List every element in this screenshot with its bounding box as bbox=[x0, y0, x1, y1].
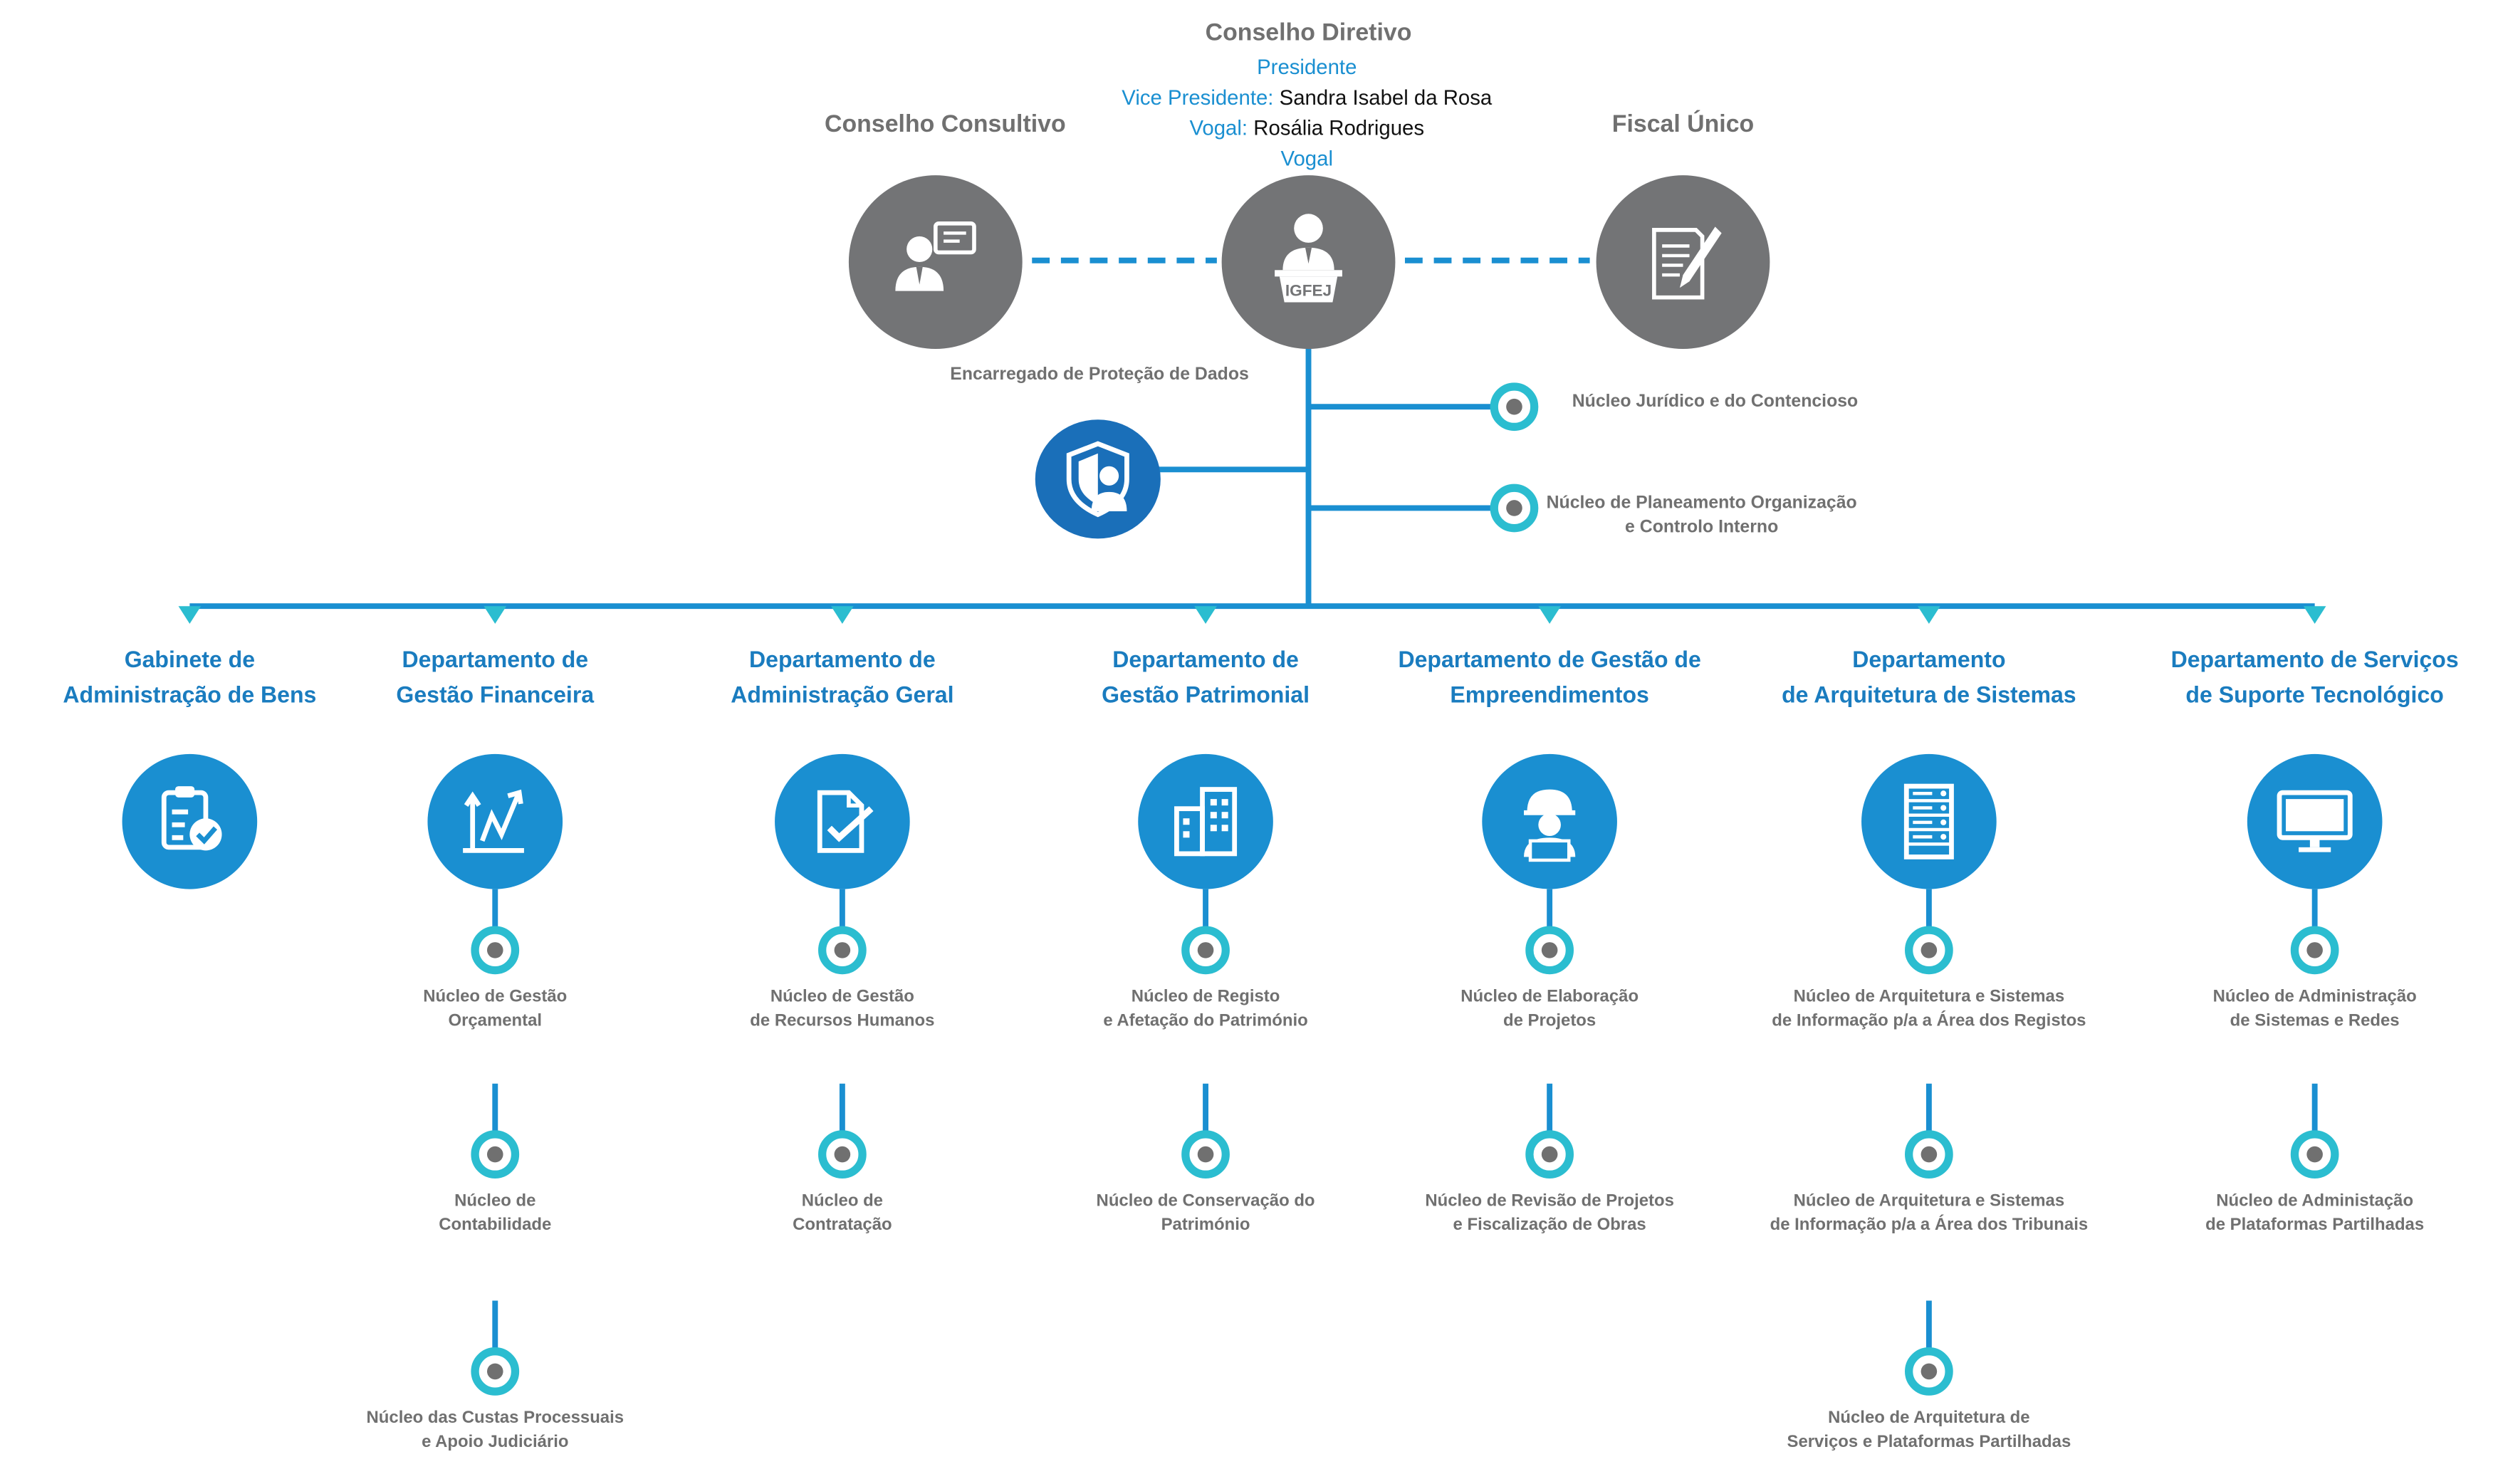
unit-node bbox=[471, 1347, 520, 1396]
svg-text:IGFEJ: IGFEJ bbox=[1285, 281, 1332, 299]
unit-node bbox=[2290, 1130, 2339, 1179]
department-arrow bbox=[2303, 606, 2326, 625]
board-circle: IGFEJ bbox=[1221, 175, 1396, 349]
server-rack-icon bbox=[1903, 783, 1954, 859]
side-unit-juridico: Núcleo Jurídico e do Contencioso bbox=[1572, 392, 1859, 412]
unit-node bbox=[2290, 926, 2339, 975]
board-member-4: Vogal bbox=[1280, 146, 1334, 171]
engineer-icon bbox=[1524, 789, 1576, 862]
board-member-1: Presidente bbox=[1257, 54, 1357, 79]
document-check-icon bbox=[817, 790, 874, 853]
consultive-title: Conselho Consultivo bbox=[825, 110, 1066, 139]
fiscal-circle bbox=[1596, 175, 1770, 349]
board-member-2: Vice Presidente: Sandra Isabel da Rosa bbox=[1122, 85, 1493, 110]
department-circle bbox=[775, 753, 910, 889]
department-arrow bbox=[1194, 606, 1217, 625]
department-circle bbox=[427, 753, 563, 889]
department-circle bbox=[1482, 753, 1617, 889]
node-planeamento bbox=[1490, 484, 1539, 533]
unit-node bbox=[1905, 1130, 1953, 1179]
clipboard-check-icon bbox=[161, 786, 222, 851]
department-circle bbox=[2247, 753, 2383, 889]
speaker-podium-icon: IGFEJ bbox=[1275, 214, 1342, 303]
unit-node bbox=[818, 1130, 867, 1179]
department-arrow bbox=[484, 606, 507, 625]
fiscal-title: Fiscal Único bbox=[1611, 110, 1755, 139]
unit-node bbox=[1525, 1130, 1574, 1179]
unit-node bbox=[1905, 1347, 1953, 1396]
unit-node bbox=[1181, 1130, 1230, 1179]
board-member-3: Vogal: Rosália Rodrigues bbox=[1189, 115, 1425, 140]
side-unit-planeamento: Núcleo de Planeamento Organização e Cont… bbox=[1546, 493, 1857, 538]
department-circle bbox=[1861, 753, 1997, 889]
unit-node bbox=[471, 1130, 520, 1179]
node-juridico bbox=[1490, 382, 1539, 432]
buildings-icon bbox=[1174, 787, 1238, 857]
unit-node bbox=[1905, 926, 1953, 975]
unit-node bbox=[471, 926, 520, 975]
shield-person-icon bbox=[1066, 441, 1129, 518]
department-circle bbox=[1138, 753, 1273, 889]
department-arrow bbox=[1538, 606, 1561, 625]
monitor-icon bbox=[2277, 790, 2353, 852]
advisor-speech-icon bbox=[895, 221, 976, 291]
board-members: Presidente Vice Presidente: Sandra Isabe… bbox=[1122, 51, 1492, 174]
board-title: Conselho Diretivo bbox=[1205, 19, 1412, 47]
dpo-label: Encarregado de Proteção de Dados bbox=[950, 365, 1249, 385]
document-pen-icon bbox=[1652, 226, 1722, 300]
department-arrow bbox=[831, 606, 854, 625]
growth-chart-icon bbox=[463, 789, 524, 853]
unit-node bbox=[1181, 926, 1230, 975]
consultive-circle bbox=[848, 175, 1023, 349]
unit-node bbox=[1525, 926, 1574, 975]
department-arrow bbox=[178, 606, 202, 625]
unit-node bbox=[818, 926, 867, 975]
dpo-circle bbox=[1035, 419, 1161, 539]
department-circle bbox=[122, 753, 258, 889]
department-arrow bbox=[1918, 606, 1940, 625]
